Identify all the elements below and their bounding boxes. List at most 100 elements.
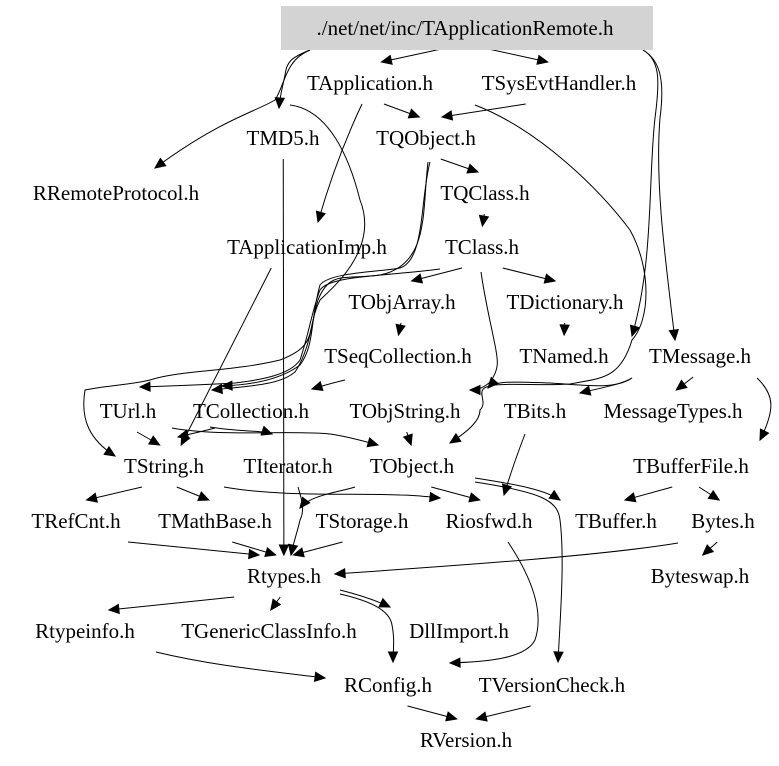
node-label: TObject.h	[370, 454, 455, 478]
edge-root-to-RRemoteProtocol	[154, 49, 311, 169]
node-TMD5[interactable]: TMD5.h	[247, 126, 320, 150]
node-label: TObjString.h	[349, 399, 461, 423]
node-RVersion[interactable]: RVersion.h	[420, 728, 513, 752]
arrowhead-icon	[138, 381, 151, 392]
node-label: TRefCnt.h	[31, 509, 121, 533]
node-TBufferFile[interactable]: TBufferFile.h	[633, 454, 749, 478]
node-TObject[interactable]: TObject.h	[370, 454, 455, 478]
node-DllImport[interactable]: DllImport.h	[409, 619, 509, 643]
node-Riosfwd[interactable]: Riosfwd.h	[446, 509, 533, 533]
node-label: Riosfwd.h	[446, 509, 533, 533]
node-label: TVersionCheck.h	[479, 673, 626, 697]
node-label: TBuffer.h	[575, 509, 657, 533]
root-node[interactable]: ./net/net/inc/TApplicationRemote.h	[281, 6, 653, 50]
node-TObjString[interactable]: TObjString.h	[349, 399, 461, 423]
edge-TClass-to-TUrl	[139, 268, 441, 388]
node-label: TApplication.h	[307, 71, 434, 95]
arrowhead-icon	[210, 383, 223, 395]
node-TObjArray[interactable]: TObjArray.h	[348, 290, 456, 314]
node-TVersionCheck[interactable]: TVersionCheck.h	[479, 673, 626, 697]
edge-TQObject-to-TObject	[211, 161, 429, 391]
node-TQClass[interactable]: TQClass.h	[440, 181, 530, 205]
node-MessageTypes[interactable]: MessageTypes.h	[603, 399, 743, 423]
node-label: ./net/net/inc/TApplicationRemote.h	[317, 16, 614, 40]
edge-TObject-to-TBuffer	[474, 477, 561, 501]
node-label: TUrl.h	[100, 399, 157, 423]
node-Rtypes[interactable]: Rtypes.h	[247, 564, 322, 588]
arrowhead-icon	[629, 324, 640, 338]
node-label: TMathBase.h	[158, 509, 272, 533]
node-TRefCnt[interactable]: TRefCnt.h	[31, 509, 121, 533]
arrowhead-icon	[759, 428, 770, 442]
node-label: Rtypeinfo.h	[35, 619, 135, 643]
node-TBits[interactable]: TBits.h	[504, 399, 567, 423]
arrowhead-icon	[478, 214, 490, 228]
node-Rtypeinfo[interactable]: Rtypeinfo.h	[35, 619, 135, 643]
edge-TApplication-to-TApplicationImp	[317, 103, 363, 223]
arrowhead-icon	[701, 544, 715, 556]
node-TGenericClassInfo[interactable]: TGenericClassInfo.h	[181, 619, 357, 643]
node-TCollection[interactable]: TCollection.h	[193, 399, 310, 423]
node-Bytes[interactable]: Bytes.h	[691, 509, 755, 533]
node-TNamed[interactable]: TNamed.h	[519, 344, 609, 368]
arrowhead-icon	[445, 711, 458, 722]
node-label: TBits.h	[504, 399, 567, 423]
node-TIterator[interactable]: TIterator.h	[243, 454, 333, 478]
arrowhead-icon	[315, 210, 326, 224]
node-TSysEvtHandler[interactable]: TSysEvtHandler.h	[482, 71, 637, 95]
edge-TObject-to-TStorage	[299, 486, 356, 509]
arrowhead-icon	[313, 671, 327, 682]
node-TApplication[interactable]: TApplication.h	[307, 71, 434, 95]
node-label: DllImport.h	[409, 619, 509, 643]
node-TUrl[interactable]: TUrl.h	[100, 399, 157, 423]
node-label: MessageTypes.h	[603, 399, 743, 423]
node-Byteswap[interactable]: Byteswap.h	[651, 564, 750, 588]
node-TSeqCollection[interactable]: TSeqCollection.h	[324, 344, 472, 368]
node-label: TClass.h	[445, 235, 520, 259]
node-TDictionary[interactable]: TDictionary.h	[506, 290, 624, 314]
arrowhead-icon	[378, 597, 392, 608]
arrowhead-icon	[299, 496, 311, 509]
node-label: Byteswap.h	[651, 564, 750, 588]
arrowhead-icon	[287, 543, 299, 557]
arrowhead-icon	[154, 157, 167, 169]
node-TString[interactable]: TString.h	[124, 454, 204, 478]
node-TMessage[interactable]: TMessage.h	[649, 344, 752, 368]
nodes-layer: ./net/net/inc/TApplicationRemote.hTAppli…	[31, 6, 755, 752]
edge-TMD5-to-Rtypes	[282, 158, 285, 556]
node-label: RRemoteProtocol.h	[33, 181, 200, 205]
arrowhead-icon	[578, 385, 592, 396]
arrowhead-icon	[366, 437, 380, 448]
edges-layer	[83, 48, 772, 722]
edge-TApplicationImp-to-TString	[180, 267, 272, 446]
edge-TApplication-to-TString	[83, 104, 366, 457]
node-TClass[interactable]: TClass.h	[445, 235, 520, 259]
node-TQObject[interactable]: TQObject.h	[376, 126, 476, 150]
edge-TSysEvtHandler-to-TQObject	[441, 103, 526, 118]
node-label: TSeqCollection.h	[324, 344, 472, 368]
node-TStorage[interactable]: TStorage.h	[316, 509, 409, 533]
root-node-highlight	[281, 6, 653, 50]
node-RRemoteProtocol[interactable]: RRemoteProtocol.h	[33, 181, 200, 205]
arrowhead-icon	[707, 489, 721, 501]
edge-TString-to-Riosfwd	[223, 486, 441, 499]
node-label: TIterator.h	[243, 454, 333, 478]
arrowhead-icon	[548, 489, 562, 501]
arrowhead-icon	[440, 110, 454, 121]
arrowhead-icon	[107, 603, 120, 615]
arrowhead-icon	[197, 491, 211, 501]
node-label: TNamed.h	[519, 344, 609, 368]
node-label: RConfig.h	[344, 673, 433, 697]
node-RConfig[interactable]: RConfig.h	[344, 673, 433, 697]
arrowhead-icon	[310, 380, 324, 392]
edge-root-to-TMessage	[642, 49, 676, 341]
node-label: TQClass.h	[440, 181, 530, 205]
arrowhead-icon	[387, 651, 399, 664]
node-TApplicationImp[interactable]: TApplicationImp.h	[227, 235, 387, 259]
node-TBuffer[interactable]: TBuffer.h	[575, 509, 657, 533]
node-label: TBufferFile.h	[633, 454, 749, 478]
node-label: TSysEvtHandler.h	[482, 71, 637, 95]
node-TMathBase[interactable]: TMathBase.h	[158, 509, 272, 533]
arrowhead-icon	[395, 323, 406, 337]
